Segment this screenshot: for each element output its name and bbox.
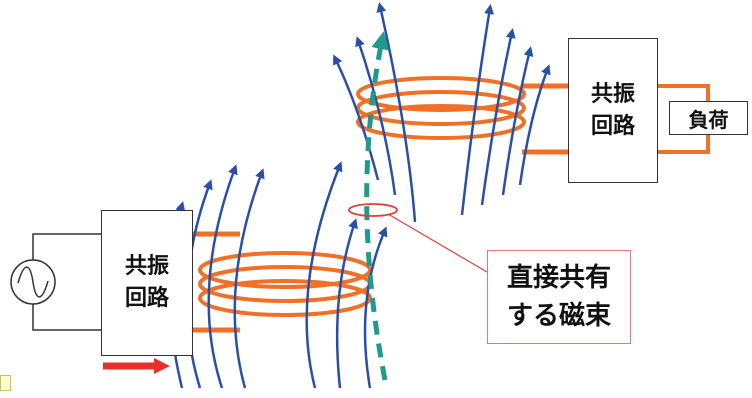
- field-line: [363, 226, 388, 389]
- field-line: [501, 46, 534, 196]
- shared-flux-arrow: [364, 31, 390, 381]
- field-line: [480, 28, 516, 206]
- corner-note-marker: [0, 375, 11, 391]
- left-coil-turn: [198, 279, 372, 317]
- shared-flux-highlight: [348, 203, 398, 217]
- load-wire-top: [658, 84, 710, 101]
- right-coil: [356, 76, 526, 140]
- field-line: [333, 54, 380, 181]
- field-line: [518, 64, 551, 186]
- left-resonant-circuit: 共振 回路: [101, 210, 193, 356]
- right-field-lines: [333, 2, 551, 223]
- callout-leader-line: [387, 213, 488, 273]
- field-line: [207, 164, 238, 389]
- sine-wave-icon: [17, 266, 49, 298]
- load-box: 負荷: [669, 101, 748, 135]
- load-wire-bottom: [658, 135, 710, 154]
- ac-source: [10, 233, 101, 331]
- right-coil-turn: [356, 104, 526, 140]
- left-field-lines: [168, 161, 388, 389]
- right-coil-turn: [356, 90, 526, 126]
- field-line: [460, 4, 494, 216]
- shared-flux-label: 直接共有 する磁束: [487, 250, 631, 344]
- field-line: [376, 2, 417, 223]
- right-coil-turn: [356, 76, 526, 112]
- left-coil-turn: [198, 251, 372, 289]
- field-line: [305, 161, 343, 389]
- field-line: [233, 168, 265, 389]
- right-resonant-circuit: 共振 回路: [568, 38, 658, 183]
- source-wire-top: [32, 233, 101, 260]
- source-wire-bottom: [32, 304, 101, 331]
- field-line: [335, 218, 358, 389]
- field-line: [355, 36, 397, 196]
